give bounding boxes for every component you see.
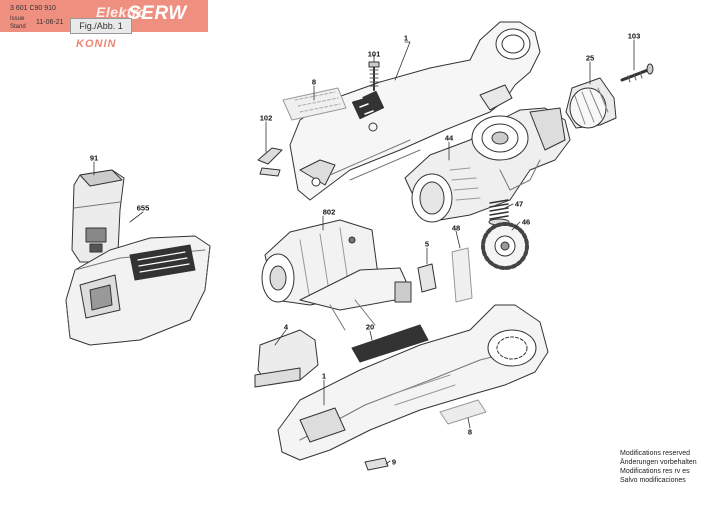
part-label: 25: [585, 53, 595, 63]
part-label: 655: [136, 203, 150, 213]
part-label: 46: [521, 217, 531, 227]
watermark-brand-left: Elektro: [96, 4, 147, 20]
housing-lower-shell: [277, 304, 549, 461]
label-8-bottom: [439, 399, 487, 425]
note-line: Modifications res rv es: [620, 468, 690, 475]
modifications-note: Modifications reserved Änderungen vorbeh…: [620, 449, 697, 485]
part-label: 802: [322, 207, 336, 217]
part-label: 1: [403, 33, 409, 43]
part-label: 8: [467, 427, 473, 437]
note-line: Salvo modificaciones: [620, 477, 686, 484]
label-9: [364, 457, 389, 471]
watermark-city: KONIN: [76, 38, 117, 50]
charger-655: [65, 235, 211, 346]
figure-label: Fig./Abb. 1: [70, 18, 132, 34]
leader-lines: [93, 39, 635, 465]
stand-label: Stand: [10, 24, 26, 30]
screw-103: [620, 63, 654, 83]
note-line: Änderungen vorbehalten: [620, 459, 697, 466]
part-label: 44: [444, 133, 454, 143]
clip-102: [257, 147, 283, 177]
part-label: 102: [259, 113, 273, 123]
issue-label: Issue: [10, 16, 25, 22]
part-label: 47: [514, 199, 524, 209]
label-8-top: [282, 87, 347, 121]
part-label: 91: [89, 153, 99, 163]
chuck-25: [565, 77, 617, 129]
part-label: 103: [627, 31, 641, 41]
watermark-brand-right: SERW: [128, 3, 187, 24]
part-label: 8: [311, 77, 317, 87]
doc-number: 3 601 C90 910: [10, 5, 56, 12]
plate-48: [451, 247, 473, 303]
part-label: 5: [424, 239, 430, 249]
switch-assembly-4: [254, 267, 412, 388]
part-label: 9: [391, 457, 397, 467]
gear-46: [481, 222, 529, 270]
part-label: 1: [321, 371, 327, 381]
part-label: 20: [365, 322, 375, 332]
issue-date: 11-06-21: [36, 19, 64, 26]
screw-101: [368, 61, 380, 91]
part-5: [417, 263, 437, 293]
part-label: 101: [367, 49, 381, 59]
battery-91: [71, 169, 125, 263]
note-line: Modifications reserved: [620, 450, 691, 457]
gearhead-44: [404, 107, 571, 223]
bar-20: [351, 324, 429, 363]
part-label: 4: [283, 322, 289, 332]
part-label: 48: [451, 223, 461, 233]
housing-upper-shell: [289, 21, 541, 201]
